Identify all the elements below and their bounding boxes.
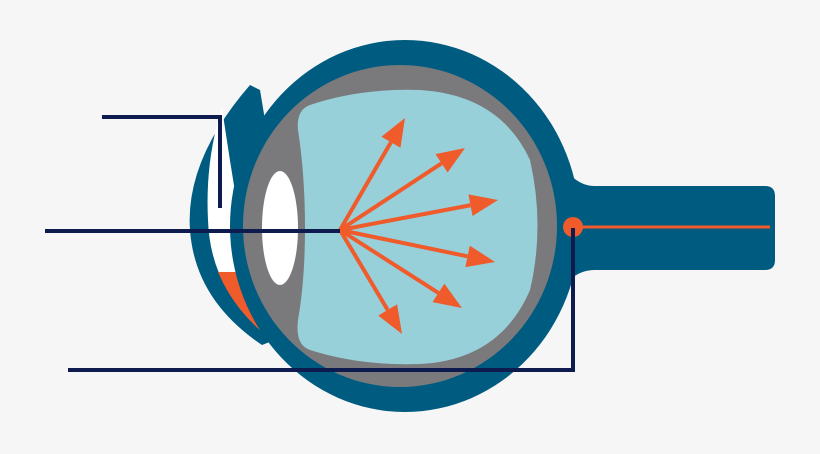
light-ray — [339, 203, 471, 232]
arrowhead-icon — [381, 118, 405, 148]
arrowhead-icon — [468, 194, 498, 217]
arrowhead-icon — [465, 245, 495, 268]
arrowhead-icon — [378, 304, 402, 334]
light-rays — [338, 118, 498, 334]
light-ray — [338, 228, 440, 295]
blind-spot-dot — [563, 217, 583, 237]
optic-nerve — [555, 150, 775, 300]
leader-line-retina — [68, 228, 575, 372]
arrowhead-icon — [435, 148, 465, 173]
vitreous-body — [297, 89, 538, 365]
light-ray — [338, 228, 390, 311]
light-ray — [338, 141, 393, 232]
iris — [218, 272, 260, 330]
light-ray — [339, 228, 468, 259]
light-ray — [338, 161, 443, 232]
leader-line-cornea — [102, 115, 222, 208]
lens — [262, 171, 298, 285]
arrowhead-icon — [432, 283, 462, 308]
